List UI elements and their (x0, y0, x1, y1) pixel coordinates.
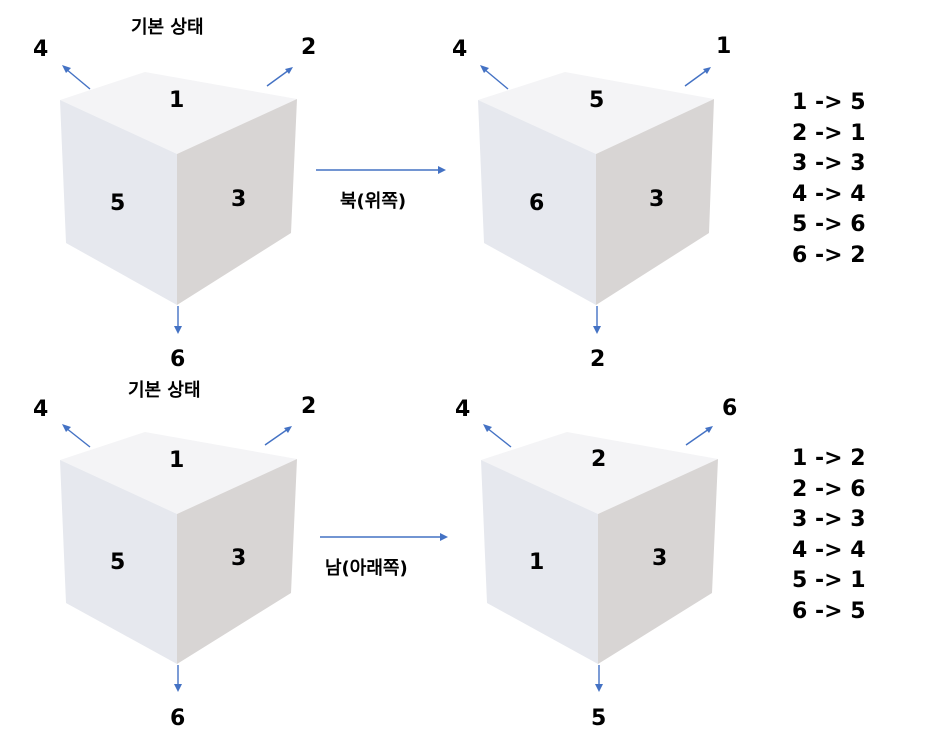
face-mapping-list: 1 -> 5 2 -> 1 3 -> 3 4 -> 4 5 -> 6 6 -> … (792, 88, 866, 271)
mapping-row: 5 -> 1 (792, 568, 866, 593)
arrow-left (65, 427, 91, 448)
arrow-left-head (62, 65, 71, 73)
cube-side-face (177, 99, 297, 305)
cube-top-face (478, 72, 714, 154)
direction-down-label: 5 (591, 706, 607, 731)
direction-left-label: 4 (452, 37, 468, 62)
cube-front-face (481, 460, 598, 664)
arrow-left (486, 427, 512, 448)
mapping-row: 3 -> 3 (792, 507, 866, 532)
cube-top-face (60, 72, 297, 154)
transition-arrow-head (440, 533, 448, 541)
face-front-label: 6 (529, 191, 545, 216)
arrow-down-head (595, 684, 603, 692)
face-side-label: 3 (231, 546, 247, 571)
direction-left-label: 4 (33, 37, 49, 62)
direction-left-label: 4 (455, 397, 471, 422)
direction-down-label: 2 (590, 347, 606, 372)
arrow-right (266, 69, 290, 87)
direction-down-label: 6 (170, 347, 186, 372)
arrow-right-head (703, 67, 711, 74)
cube-top-face (60, 432, 297, 514)
direction-right-label: 6 (722, 396, 738, 421)
mapping-row: 2 -> 1 (792, 120, 866, 146)
face-top-label: 5 (589, 88, 605, 113)
arrow-left (65, 68, 91, 90)
mapping-row: 1 -> 5 (792, 90, 866, 115)
arrow-left-head (480, 65, 489, 73)
face-side-label: 3 (649, 187, 665, 212)
arrow-right (684, 69, 708, 87)
arrow-right-head (284, 426, 292, 433)
arrow-left (483, 68, 509, 90)
face-front-label: 1 (529, 550, 545, 575)
face-side-label: 3 (231, 187, 247, 212)
face-top-label: 1 (169, 88, 185, 113)
face-front-label: 5 (110, 550, 126, 575)
cube-side-face (598, 459, 718, 664)
mapping-row: 4 -> 4 (792, 537, 866, 563)
direction-left-label: 4 (33, 397, 49, 422)
panel-caption: 기본 상태 (128, 380, 201, 401)
mapping-row: 6 -> 5 (792, 598, 866, 624)
cube-front-face (60, 460, 177, 664)
arrow-down-head (174, 326, 182, 334)
arrow-down-head (593, 326, 601, 334)
direction-right-label: 2 (301, 394, 317, 419)
direction-down-label: 6 (170, 706, 186, 731)
move-label: 남(아래쪽) (325, 558, 408, 579)
cube-top-face (481, 432, 718, 514)
arrow-left-head (62, 424, 71, 432)
arrow-right (264, 428, 289, 446)
cube-side-face (596, 99, 714, 305)
face-top-label: 2 (591, 447, 607, 472)
cube-front-face (60, 100, 177, 305)
direction-right-label: 1 (716, 34, 732, 59)
face-mapping-list: 1 -> 2 2 -> 6 3 -> 3 4 -> 4 5 -> 1 6 -> … (792, 444, 866, 627)
face-side-label: 3 (652, 546, 668, 571)
direction-right-label: 2 (301, 35, 317, 60)
mapping-row: 4 -> 4 (792, 181, 866, 207)
face-front-label: 5 (110, 191, 126, 216)
mapping-row: 1 -> 2 (792, 446, 866, 471)
arrow-left-head (483, 424, 492, 432)
transition-arrow-head (438, 166, 446, 174)
cube-side-face (177, 459, 297, 664)
mapping-row: 3 -> 3 (792, 151, 866, 176)
mapping-row: 2 -> 6 (792, 476, 866, 502)
arrow-right-head (285, 67, 293, 74)
face-top-label: 1 (169, 448, 185, 473)
arrow-right (685, 428, 710, 446)
arrow-down-head (174, 684, 182, 692)
mapping-row: 5 -> 6 (792, 212, 866, 237)
mapping-row: 6 -> 2 (792, 242, 866, 268)
move-label: 북(위쪽) (340, 191, 407, 212)
cube-front-face (478, 100, 596, 305)
panel-caption: 기본 상태 (131, 17, 204, 38)
arrow-right-head (705, 426, 713, 433)
